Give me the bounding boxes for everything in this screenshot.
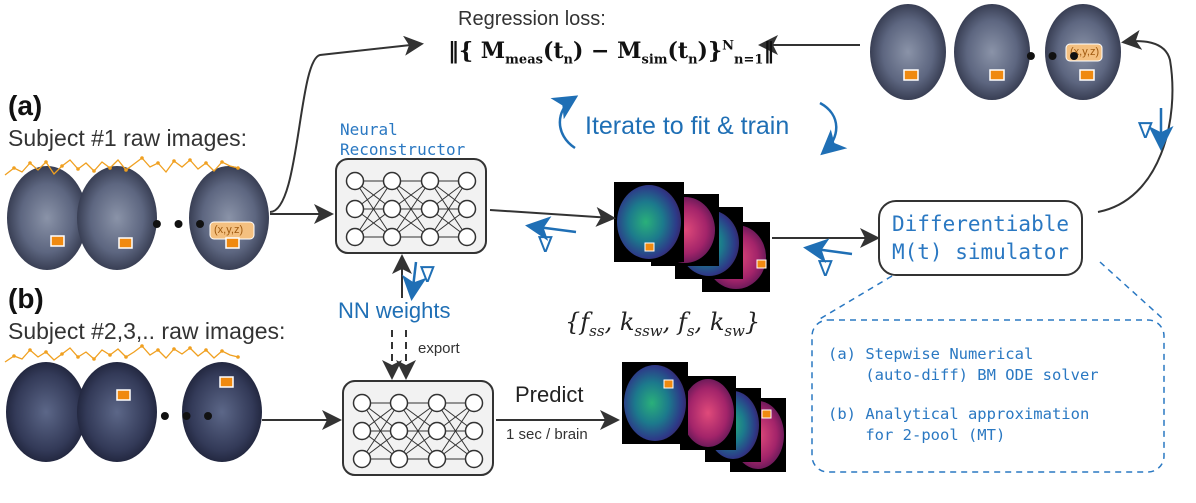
iterate-label: Iterate to fit & train: [585, 112, 790, 140]
solver-note-a-line2: (auto-diff) BM ODE solver: [828, 366, 1099, 384]
solver-notes: (a) Stepwise Numerical (auto-diff) BM OD…: [828, 344, 1099, 446]
gradient-symbol-2: ∇: [818, 256, 833, 281]
iterate-arrow-right: [819, 101, 848, 156]
predict-label: Predict: [515, 382, 584, 407]
solver-note-a-line1: (a) Stepwise Numerical: [828, 345, 1034, 363]
callout-line-right: [1099, 261, 1163, 319]
iterate-arrow-left: [550, 95, 579, 150]
subject2-signal-trace: [4, 345, 239, 363]
gradient-symbol-3: ∇: [420, 262, 435, 287]
arrow-sim-to-top: [1097, 29, 1174, 213]
ellipsis-b: • • •: [160, 400, 215, 431]
time-per-brain-label: 1 sec / brain: [506, 426, 588, 443]
subject2-image-2: [77, 362, 157, 462]
grad-arrow-to-maps: [803, 238, 853, 264]
subject1-label: Subject #1 raw images:: [8, 125, 248, 151]
gradient-symbol-1: ∇: [538, 232, 553, 257]
ellipsis-sim: • • •: [1026, 40, 1081, 71]
panel-a-label: (a): [8, 90, 43, 121]
neural-reconstructor-network: [335, 158, 487, 254]
simulated-image-1: [870, 4, 946, 100]
coord-tag-sim: (x,y,z): [1070, 46, 1100, 58]
grad-arrow-to-nn: [525, 216, 577, 241]
parameter-set: {fss, kssw, fs, ksw}: [565, 308, 761, 340]
solver-note-b-line2: for 2-pool (MT): [828, 426, 1006, 444]
simulator-box: Differentiable M(t) simulator: [878, 200, 1084, 276]
simulated-image-2: [954, 4, 1030, 100]
regression-loss-title: Regression loss:: [458, 8, 606, 30]
arrow-nn-to-maps: [489, 206, 616, 227]
subject1-image-1: [7, 166, 87, 270]
arrow-raw-to-loss: [269, 35, 424, 213]
coord-tag-a: (x,y,z): [214, 224, 244, 236]
export-label: export: [418, 340, 460, 357]
solver-note-b-line1: (b) Analytical approximation: [828, 405, 1090, 423]
nn-weights-label: NN weights: [338, 298, 451, 323]
simulated-image-3: [1045, 4, 1121, 100]
subject2-image-1: [6, 362, 86, 462]
subject1-image-2: [77, 166, 157, 270]
ellipsis-a: • • •: [152, 208, 207, 239]
panel-b-label: (b): [8, 283, 44, 314]
solver-notes-box: [811, 319, 1165, 473]
grad-arrow-to-weights: [401, 261, 427, 301]
subject2-image-3: [182, 362, 262, 462]
subject1-image-3: [189, 166, 269, 270]
subject1-signal-trace: [4, 157, 239, 176]
trained-network: [342, 380, 494, 476]
gradient-symbol-4: ∇: [1138, 118, 1153, 143]
parameter-maps-b: [622, 362, 786, 472]
regression-loss-formula: ‖{ Mmeas(tn) − Msim(tn)}Nn=1‖: [448, 38, 775, 68]
subject2-label: Subject #2,3,.. raw images:: [8, 318, 286, 344]
callout-line-left: [817, 275, 893, 321]
parameter-maps-a: [614, 182, 770, 292]
neural-reconstructor-title: Neural Reconstructor: [340, 120, 466, 159]
